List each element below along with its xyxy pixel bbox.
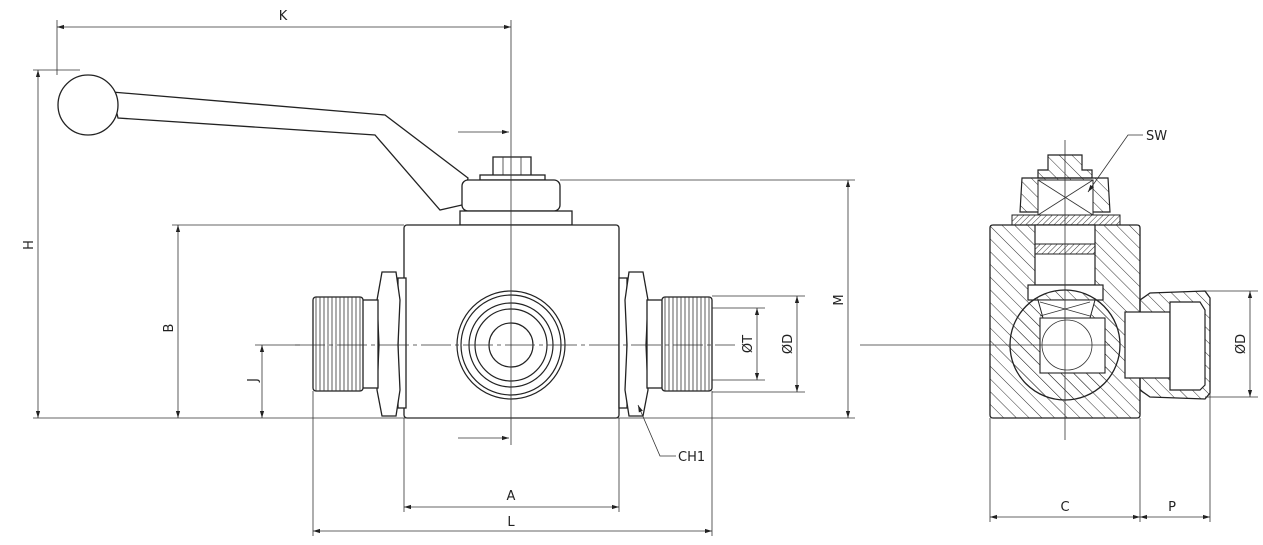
dim-b-label: B: [162, 324, 177, 333]
dim-k-label: K: [279, 9, 288, 24]
dim-p-label: P: [1168, 500, 1176, 515]
dim-ch1-label: CH1: [678, 450, 705, 465]
dim-c-label: C: [1060, 500, 1069, 515]
dim-h-label: H: [22, 240, 37, 250]
left-fitting: [312, 271, 407, 417]
dim-j-label: J: [246, 378, 261, 383]
right-fitting: [618, 271, 713, 417]
valve-handle: [57, 74, 469, 211]
dim-t-label: ØT: [741, 335, 756, 353]
dim-l-label: L: [507, 515, 515, 530]
dim-sw-label: SW: [1146, 129, 1167, 144]
dim-d-label: ØD: [781, 334, 796, 354]
side-section-view: ØD C P SW: [860, 129, 1258, 522]
valve-body: [403, 224, 620, 419]
side-dim-d-label: ØD: [1234, 334, 1249, 354]
valve-stem: [459, 156, 573, 226]
dim-a-label: A: [507, 489, 516, 504]
dim-m-label: M: [832, 294, 847, 305]
front-view: K H B J M ØT ØD A L CH1: [22, 9, 855, 536]
